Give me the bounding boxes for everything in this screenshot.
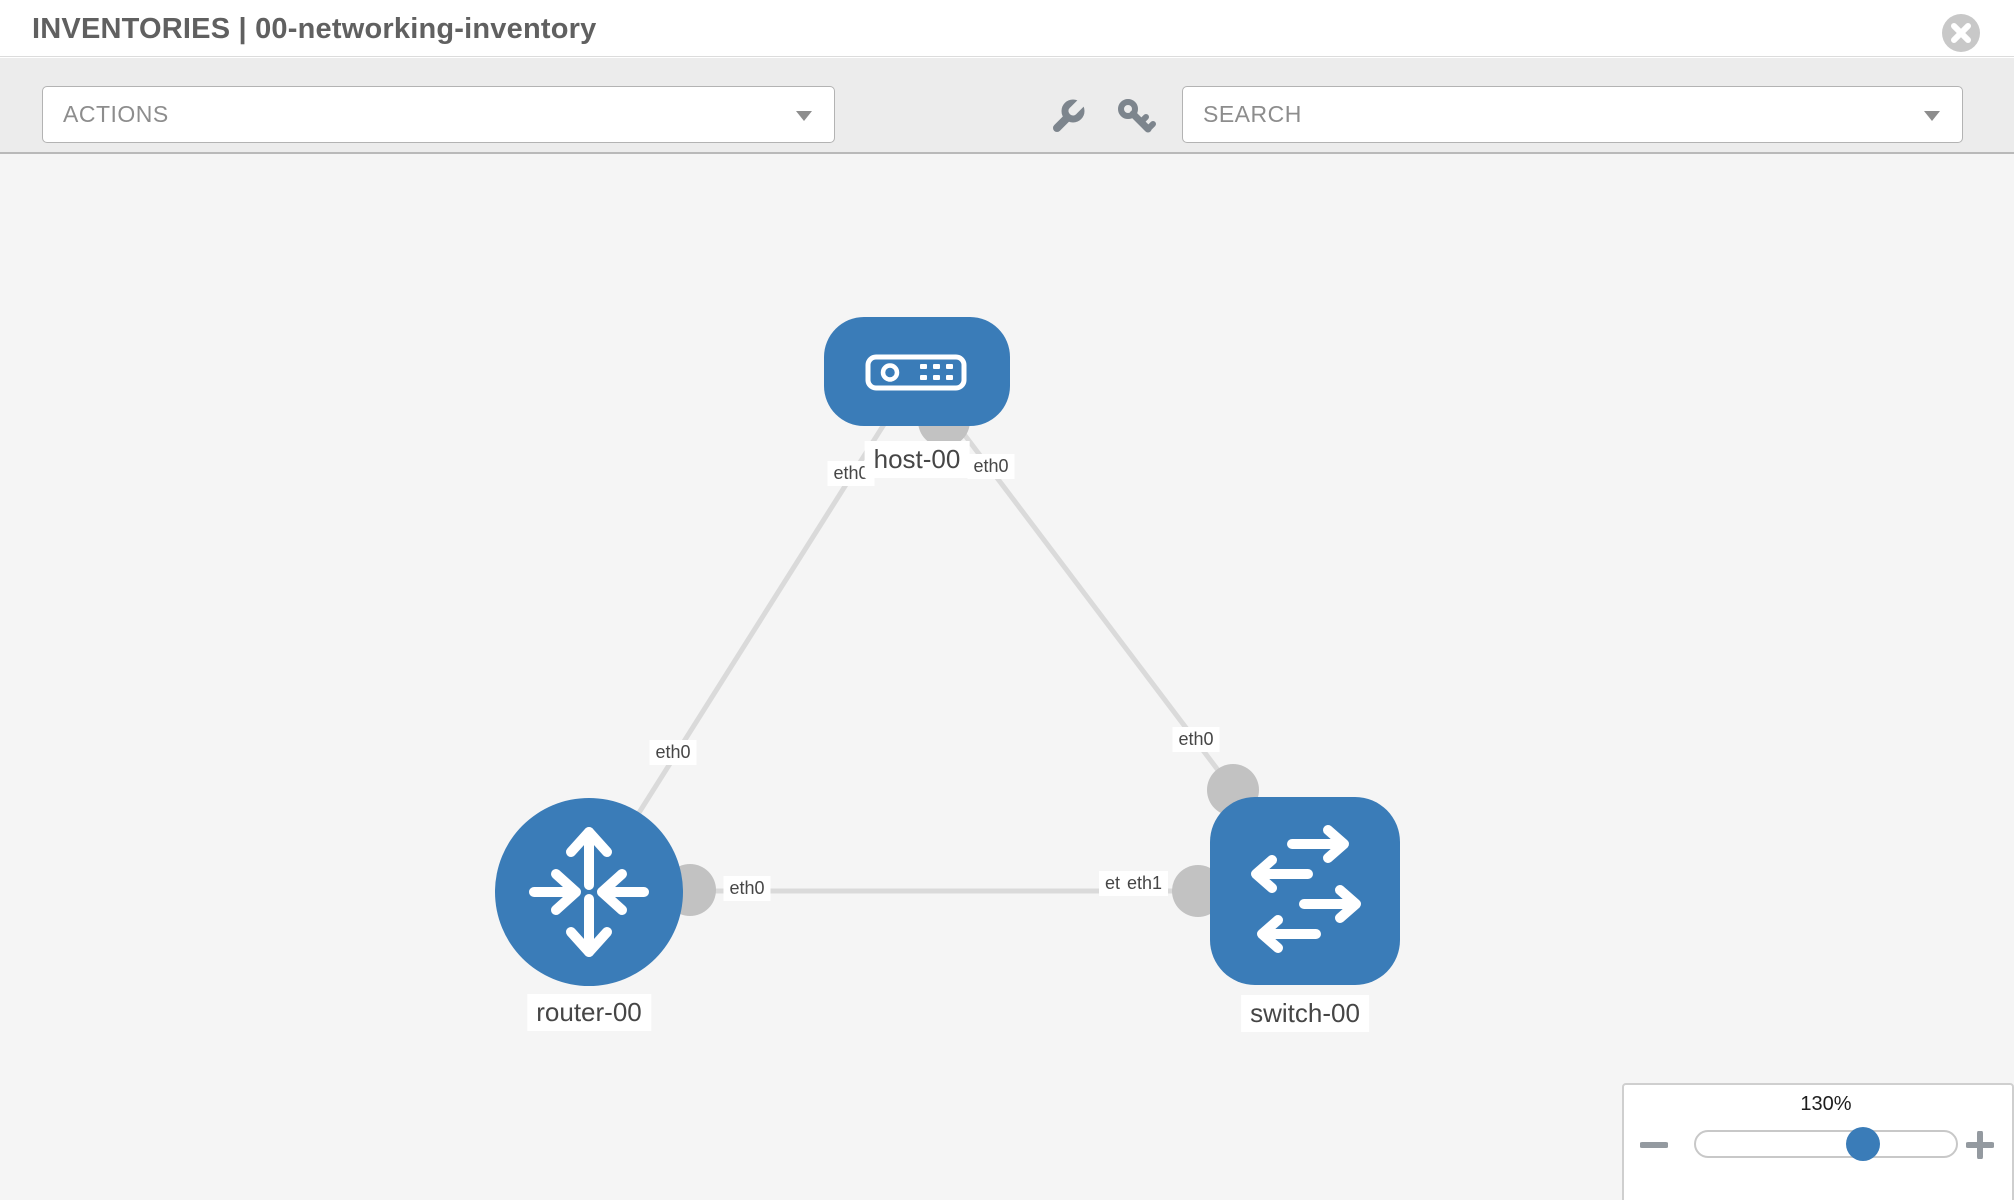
search-dropdown-label: SEARCH	[1203, 101, 1302, 127]
interface-label-host-eth0-right: eth0	[967, 454, 1015, 479]
search-dropdown[interactable]: SEARCH	[1182, 86, 1963, 143]
graph-svg	[495, 317, 1400, 986]
zoom-in-button[interactable]	[1965, 1130, 1995, 1160]
interface-label-router-eth0-right: eth0	[723, 876, 771, 901]
interface-label-switch-eth1: eth1	[1121, 871, 1169, 896]
actions-dropdown-label: ACTIONS	[63, 101, 169, 127]
actions-dropdown[interactable]: ACTIONS	[42, 86, 835, 143]
wrench-button[interactable]	[1048, 97, 1087, 141]
zoom-out-button[interactable]	[1639, 1131, 1669, 1159]
interface-label-switch-eth0-top: eth0	[1172, 727, 1220, 752]
node-host-00[interactable]	[824, 317, 1010, 426]
node-label-router-00: router-00	[527, 994, 651, 1031]
chevron-down-icon	[796, 111, 812, 121]
interface-label-router-eth0-top: eth0	[649, 740, 697, 765]
key-icon	[1118, 99, 1156, 133]
plus-icon	[1965, 1130, 1995, 1160]
chevron-down-icon	[1924, 111, 1940, 121]
node-router-00[interactable]	[495, 798, 683, 986]
host-node-shape[interactable]	[824, 317, 1010, 426]
toolbar: ACTIONS SEARCH	[0, 58, 2014, 154]
router-icon	[529, 827, 649, 957]
zoom-slider-thumb[interactable]	[1846, 1127, 1880, 1161]
edge-host-switch[interactable]	[915, 370, 1235, 792]
zoom-panel: 130%	[1622, 1083, 2014, 1200]
zoom-level-value: 130%	[1800, 1093, 1852, 1115]
close-icon	[1951, 23, 1971, 43]
switch-node-shape[interactable]	[1210, 797, 1400, 985]
minus-icon	[1639, 1142, 1669, 1148]
page-title: INVENTORIES | 00-networking-inventory	[32, 13, 597, 45]
node-label-host-00: host-00	[864, 441, 970, 478]
topology-canvas[interactable]: eth0 eth0 eth0 eth0 eth0 eth0 eth1 host-…	[0, 154, 2014, 1200]
host-icon	[865, 354, 967, 391]
key-button[interactable]	[1116, 98, 1156, 141]
node-switch-00[interactable]	[1210, 797, 1400, 985]
node-label-switch-00: switch-00	[1241, 995, 1369, 1032]
router-node-shape[interactable]	[495, 798, 683, 986]
wrench-icon	[1053, 97, 1087, 132]
switch-icon	[1251, 825, 1361, 953]
header: INVENTORIES | 00-networking-inventory	[0, 0, 2014, 57]
close-button[interactable]	[1942, 14, 1980, 52]
edge-host-router[interactable]	[586, 370, 920, 894]
zoom-slider-track[interactable]	[1694, 1130, 1958, 1158]
